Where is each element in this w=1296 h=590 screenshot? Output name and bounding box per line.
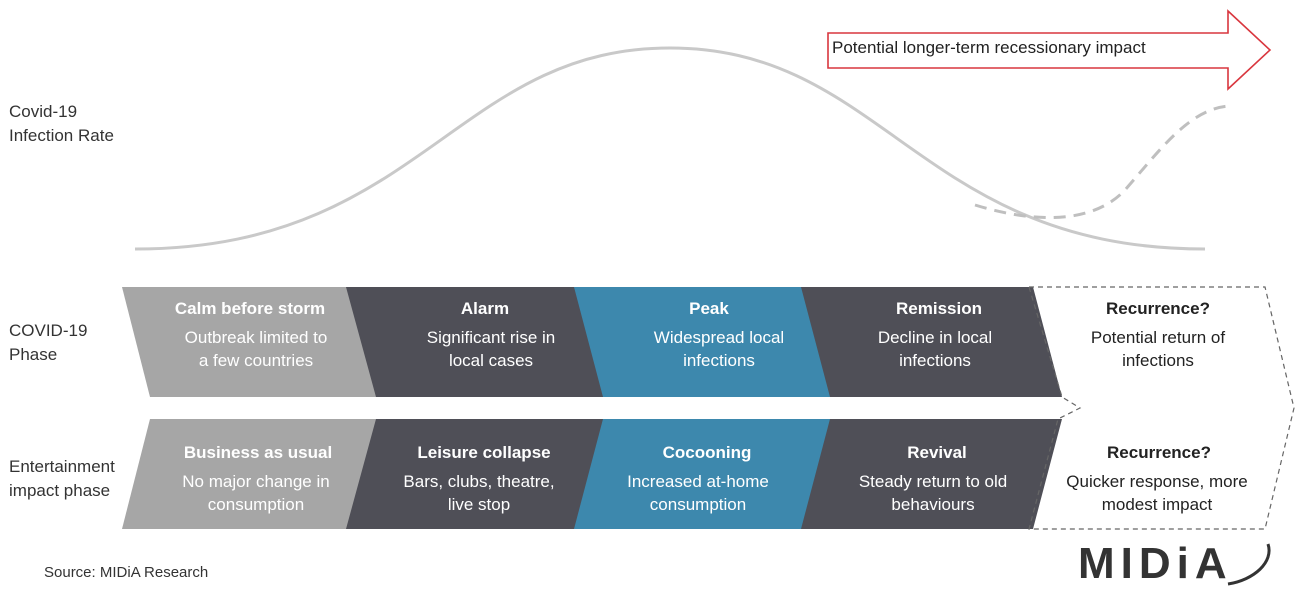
phase-title: Alarm bbox=[460, 299, 510, 318]
covid-phase-label-line1: COVID-19 bbox=[9, 321, 88, 340]
infection-rate-label: Covid-19 Infection Rate bbox=[9, 100, 114, 148]
impact-title: Cocooning bbox=[662, 443, 752, 462]
infection-curve bbox=[134, 46, 1206, 251]
chevron-cocooning bbox=[574, 419, 835, 529]
covid-phase-label-line2: Phase bbox=[9, 345, 58, 364]
midia-logo-text: MIDiA bbox=[1078, 539, 1233, 588]
phase-description: Outbreak limited to a few countries bbox=[184, 328, 328, 370]
midia-logo-swoosh bbox=[1227, 543, 1271, 586]
impact-title: Recurrence? bbox=[1107, 443, 1211, 462]
phase-title: Remission bbox=[896, 299, 982, 318]
entertainment-phase-label: Entertainment impact phase bbox=[9, 455, 115, 503]
chevron-business-as-usual bbox=[122, 419, 383, 529]
recurrence-dashed-arrow bbox=[1028, 286, 1295, 530]
recession-arrow-label: Potential longer-term recessionary impac… bbox=[832, 38, 1146, 57]
impact-description: Steady return to old behaviours bbox=[858, 472, 1008, 514]
impact-title: Business as usual bbox=[183, 443, 333, 462]
chevron-alarm bbox=[346, 287, 610, 397]
impact-description: Increased at-home consumption bbox=[627, 472, 769, 514]
midia-logo: MIDiA bbox=[1078, 538, 1278, 590]
chevron-remission bbox=[801, 287, 1062, 397]
impact-description: No major change in consumption bbox=[182, 472, 330, 514]
phase-calm-before-storm: Calm before storm Outbreak limited to a … bbox=[140, 297, 360, 372]
phase-description: Decline in local infections bbox=[877, 328, 993, 370]
source-note: Source: MIDiA Research bbox=[44, 564, 209, 581]
impact-description: Bars, clubs, theatre, live stop bbox=[403, 472, 555, 514]
chevron-calm-before-storm bbox=[122, 287, 383, 397]
covid-phase-label: COVID-19 Phase bbox=[9, 319, 87, 367]
chevron-leisure-collapse bbox=[346, 419, 610, 529]
phase-title: Calm before storm bbox=[174, 299, 326, 318]
impact-revival: Revival Steady return to old behaviours bbox=[826, 441, 1048, 516]
infection-rate-label-line2: Infection Rate bbox=[9, 126, 114, 145]
phase-description: Widespread local infections bbox=[653, 328, 785, 370]
infection-rate-label-line1: Covid-19 bbox=[9, 102, 78, 121]
phase-title: Recurrence? bbox=[1106, 299, 1210, 318]
phase-peak: Peak Widespread local infections bbox=[598, 297, 820, 372]
impact-cocooning: Cocooning Increased at-home consumption bbox=[596, 441, 818, 516]
impact-leisure-collapse: Leisure collapse Bars, clubs, theatre, l… bbox=[373, 441, 595, 516]
phase-remission: Remission Decline in local infections bbox=[828, 297, 1050, 372]
phase-alarm: Alarm Significant rise in local cases bbox=[375, 297, 595, 372]
impact-business-as-usual: Business as usual No major change in con… bbox=[148, 441, 368, 516]
impact-title: Leisure collapse bbox=[417, 443, 551, 462]
chevron-revival bbox=[801, 419, 1062, 529]
entertainment-phase-label-line2: impact phase bbox=[9, 481, 111, 500]
phase-description: Significant rise in local cases bbox=[426, 328, 556, 370]
chevron-peak bbox=[574, 287, 835, 397]
entertainment-phase-label-line1: Entertainment bbox=[9, 457, 115, 476]
phase-description: Potential return of infections bbox=[1090, 328, 1226, 370]
recession-arrow bbox=[827, 9, 1272, 91]
recurrence-dashed-curve bbox=[974, 104, 1231, 220]
phase-recurrence: Recurrence? Potential return of infectio… bbox=[1053, 297, 1263, 372]
impact-recurrence: Recurrence? Quicker response, more modes… bbox=[1052, 441, 1266, 516]
impact-title: Revival bbox=[907, 443, 967, 462]
impact-description: Quicker response, more modest impact bbox=[1066, 472, 1248, 514]
phase-title: Peak bbox=[689, 299, 729, 318]
